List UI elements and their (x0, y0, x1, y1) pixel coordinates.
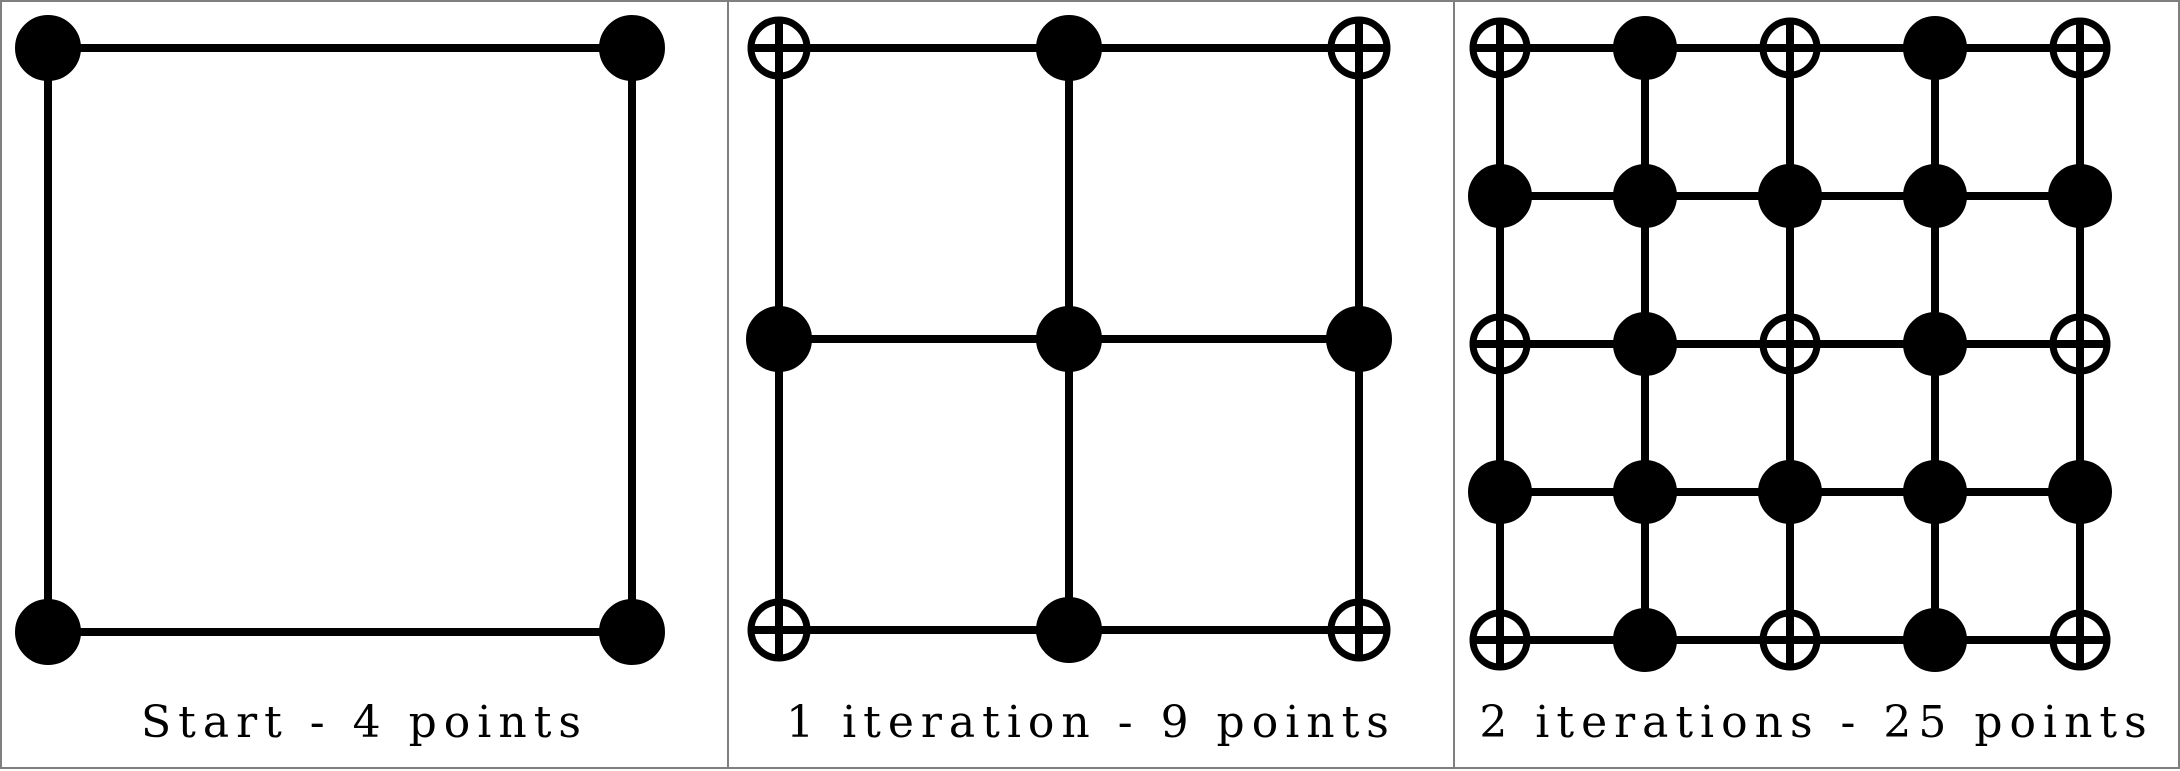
caption-iteration-2: 2 iterations - 25 points (1479, 697, 2154, 748)
new-grid-point (1036, 15, 1102, 81)
panel-iteration-1: 1 iteration - 9 points (727, 0, 1455, 769)
new-grid-point (746, 306, 812, 372)
new-grid-point (1758, 164, 1822, 228)
panel-iteration-2: 2 iterations - 25 points (1453, 0, 2180, 769)
caption-iteration-1: 1 iteration - 9 points (786, 697, 1396, 748)
new-grid-point (1903, 16, 1967, 80)
new-grid-point (1613, 312, 1677, 376)
panel-start: Start - 4 points (0, 0, 729, 769)
new-grid-point (599, 599, 665, 665)
grid-diagram-iteration-2 (1468, 16, 2112, 672)
grid-diagram-iteration-1 (746, 15, 1392, 663)
new-grid-point (2048, 164, 2112, 228)
new-grid-point (1613, 608, 1677, 672)
new-grid-point (1758, 460, 1822, 524)
new-grid-point (1468, 460, 1532, 524)
new-grid-point (1903, 312, 1967, 376)
new-grid-point (1903, 608, 1967, 672)
new-grid-point (1326, 306, 1392, 372)
new-grid-point (1613, 460, 1677, 524)
new-grid-point (1036, 597, 1102, 663)
new-grid-point (599, 15, 665, 81)
new-grid-point (1903, 460, 1967, 524)
new-grid-point (2048, 460, 2112, 524)
new-grid-point (1613, 164, 1677, 228)
caption-start: Start - 4 points (141, 697, 588, 748)
grid-diagram-start (15, 15, 665, 665)
new-grid-point (1468, 164, 1532, 228)
new-grid-point (15, 15, 81, 81)
new-grid-point (1903, 164, 1967, 228)
new-grid-point (15, 599, 81, 665)
new-grid-point (1036, 306, 1102, 372)
new-grid-point (1613, 16, 1677, 80)
